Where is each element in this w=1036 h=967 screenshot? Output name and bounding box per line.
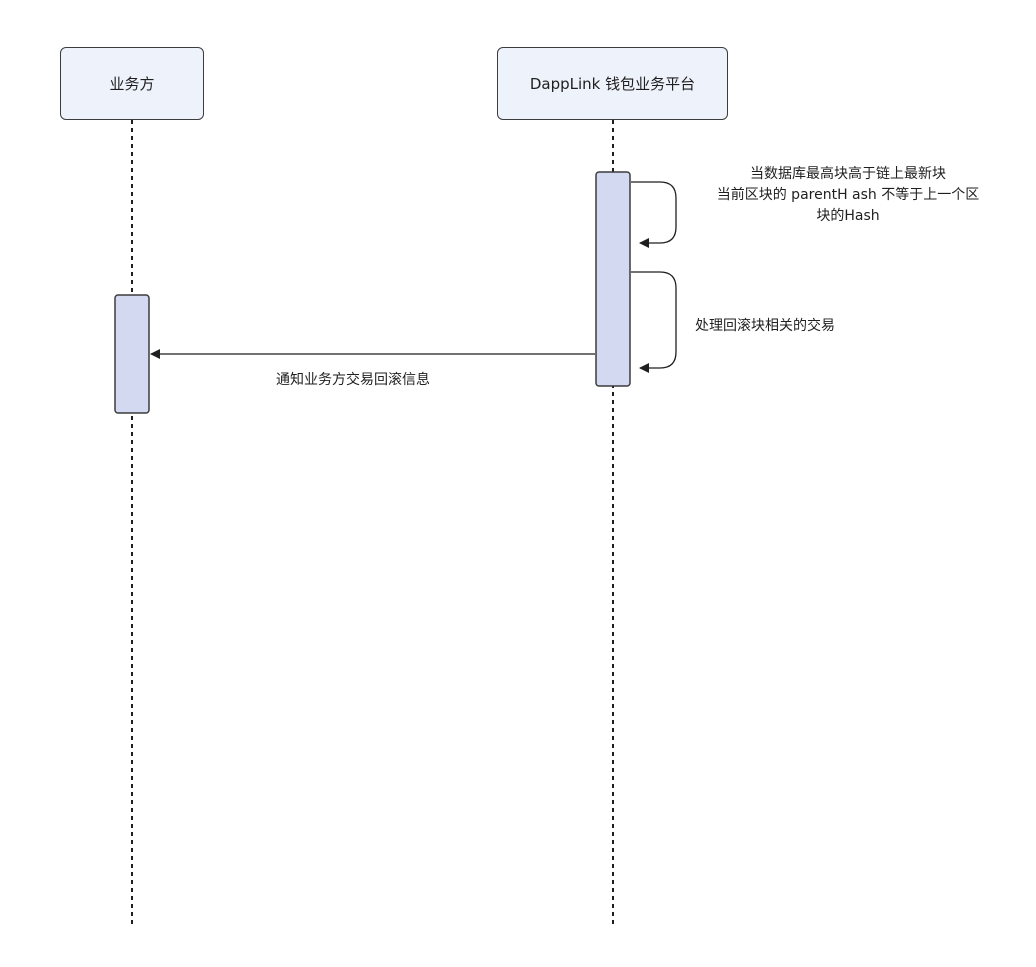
message-label-line: 通知业务方交易回滚信息 xyxy=(276,372,430,388)
activation-bar-platform xyxy=(595,171,631,387)
participant-label: DappLink 钱包业务平台 xyxy=(529,75,696,93)
message-label-rollback-condition: 当数据库最高块高于链上最新块 当前区块的 parentH ash 不等于上一个区… xyxy=(688,164,1008,227)
participant-business-party: 业务方 xyxy=(60,47,204,120)
self-message-arrow-1 xyxy=(631,181,677,248)
activation-bar-business xyxy=(114,294,150,414)
message-label-line: 当数据库最高块高于链上最新块 xyxy=(750,166,946,182)
message-label-handle-rollback: 处理回滚块相关的交易 xyxy=(695,316,835,337)
participant-label: 业务方 xyxy=(109,75,155,93)
self-message-arrow-2 xyxy=(631,271,677,373)
participant-dapplink-platform: DappLink 钱包业务平台 xyxy=(497,47,728,120)
message-label-notify: 通知业务方交易回滚信息 xyxy=(276,370,430,391)
message-label-line: 当前区块的 parentH ash 不等于上一个区 xyxy=(716,187,980,203)
message-label-line: 处理回滚块相关的交易 xyxy=(695,318,835,334)
message-label-line: 块的Hash xyxy=(816,208,880,224)
